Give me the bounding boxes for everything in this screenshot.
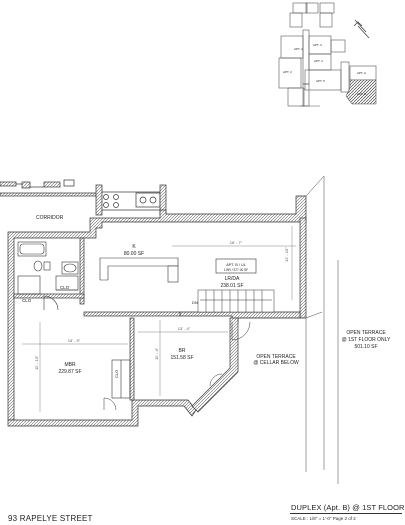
- kitchen-counter: [99, 191, 163, 211]
- stair: [197, 289, 275, 313]
- unit-tag-box: [215, 258, 257, 274]
- key-label-apt4: APT. 4: [314, 59, 323, 63]
- key-label-apt2: APT. 2: [283, 70, 292, 74]
- key-label-aptb: APT. B: [357, 92, 366, 96]
- dim-mbr-width: 15' - 9": [68, 338, 81, 343]
- key-label-apt1: APT. 1: [294, 47, 303, 51]
- mbr-name: MBR: [64, 362, 76, 368]
- bathroom: [17, 241, 79, 275]
- adjacent-walls: [0, 179, 97, 197]
- clo-label-3: CLO: [114, 370, 119, 378]
- kitchen-name: K: [132, 244, 136, 250]
- terrace-first-line1: OPEN TERRACE: [346, 330, 386, 336]
- key-plan: [278, 2, 377, 107]
- dimension-lines: [22, 226, 296, 412]
- stair-dn-label: DN: [192, 300, 198, 305]
- terrace-cellar-line1: OPEN TERRACE: [256, 354, 296, 360]
- key-label-apt5: APT. 5: [316, 79, 325, 83]
- clo-label-2: CLO: [60, 285, 70, 290]
- lr-name: LR/DA: [225, 276, 240, 282]
- br-name: BR: [179, 348, 186, 354]
- terrace-lines: [238, 175, 339, 484]
- unit-tag-line1: APT. B / UL: [226, 263, 246, 267]
- dim-br-width: 13' - 4": [178, 326, 191, 331]
- closets: [17, 275, 131, 399]
- key-label-apt3: APT. 3: [313, 43, 322, 47]
- sheet-title: DUPLEX (Apt. B) @ 1ST FLOOR: [291, 503, 405, 512]
- scale-note: SCALE : 1/8" = 1'-0" Page 2 of 2: [291, 516, 356, 521]
- terrace-first-line2: @ 1ST FLOOR ONLY: [342, 337, 391, 343]
- unit-tag-line2: 1 BR / 577.00 SF: [224, 268, 249, 272]
- lr-area: 238.01 SF: [220, 283, 243, 289]
- street-address: 93 RAPELYE STREET: [8, 514, 93, 523]
- door-swings: [103, 321, 251, 411]
- dim-lr-depth: 12' - 10": [284, 247, 289, 262]
- key-label-apta: APT. A: [357, 71, 366, 75]
- north-arrow: [353, 19, 370, 39]
- terrace-first-line3: 501.10 SF: [354, 344, 377, 350]
- br-area: 151.58 SF: [170, 355, 193, 361]
- clo-label-1: CLO: [22, 298, 32, 303]
- dim-mbr-depth: 11' - 10": [34, 355, 39, 370]
- corridor-label: CORRIDOR: [36, 215, 64, 221]
- dim-br-depth: 11' - 4": [154, 347, 159, 360]
- dim-lr-width: 16' - 7": [230, 240, 243, 245]
- terrace-cellar-line2: @ CELLAR BELOW: [253, 360, 299, 366]
- kitchen-island: [99, 257, 179, 283]
- mbr-area: 229.87 SF: [58, 369, 81, 375]
- title-rule: [290, 513, 402, 514]
- key-plan-labels: APT. 1 APT. 3 APT. 2 APT. 4 APT. 5 APT. …: [283, 43, 366, 96]
- kitchen-area: 80.00 SF: [124, 251, 144, 257]
